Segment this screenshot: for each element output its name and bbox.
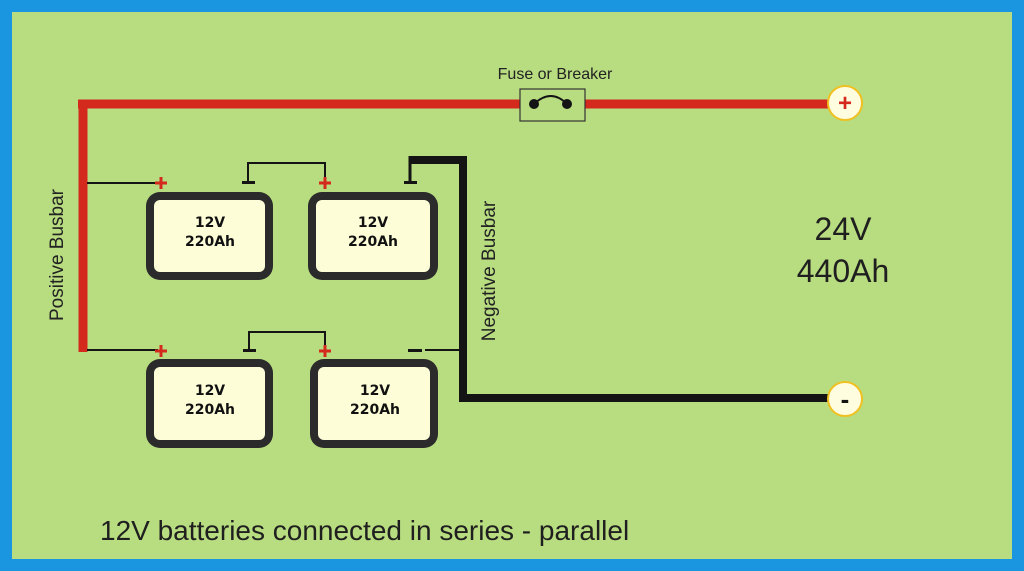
terminal-minus-icon — [243, 349, 256, 352]
series-link-bottom — [248, 331, 326, 349]
plus-symbol: + — [838, 90, 852, 117]
battery-bottom-left: 12V 220Ah — [146, 359, 273, 448]
battery-voltage: 12V — [360, 383, 390, 399]
battery-capacity: 220Ah — [185, 234, 235, 250]
terminal-minus-icon — [242, 181, 255, 184]
battery-capacity: 220Ah — [348, 234, 398, 250]
negative-busbar-line — [410, 156, 845, 402]
fuse-icon — [519, 88, 586, 122]
terminal-plus-icon — [155, 345, 167, 357]
capacity-rating: 440Ah — [797, 253, 890, 289]
battery-capacity: 220Ah — [185, 402, 235, 418]
battery-voltage: 12V — [358, 215, 388, 231]
diagram-caption: 12V batteries connected in series - para… — [100, 515, 629, 546]
terminal-plus-icon — [155, 177, 167, 189]
terminal-plus-icon — [319, 345, 331, 357]
positive-wiring — [78, 99, 845, 352]
battery-capacity: 220Ah — [350, 402, 400, 418]
negative-wiring — [408, 156, 845, 402]
battery-voltage: 12V — [195, 383, 225, 399]
positive-busbar-label: Positive Busbar — [47, 188, 68, 321]
fuse-label: Fuse or Breaker — [498, 66, 613, 83]
series-link-top — [247, 162, 326, 182]
battery-top-left: 12V 220Ah — [146, 192, 273, 280]
terminal-minus-icon — [404, 181, 417, 184]
battery-voltage: 12V — [195, 215, 225, 231]
plus-terminal-icon: + — [827, 85, 863, 121]
battery-top-right: 12V 220Ah — [308, 192, 438, 280]
terminal-minus-icon — [408, 349, 422, 352]
voltage-rating: 24V — [815, 211, 873, 247]
minus-symbol: - — [841, 384, 850, 414]
minus-terminal-icon: - — [827, 381, 863, 417]
battery-bottom-right: 12V 220Ah — [310, 359, 438, 448]
negative-busbar-label: Negative Busbar — [479, 200, 500, 341]
terminal-plus-icon — [319, 177, 331, 189]
